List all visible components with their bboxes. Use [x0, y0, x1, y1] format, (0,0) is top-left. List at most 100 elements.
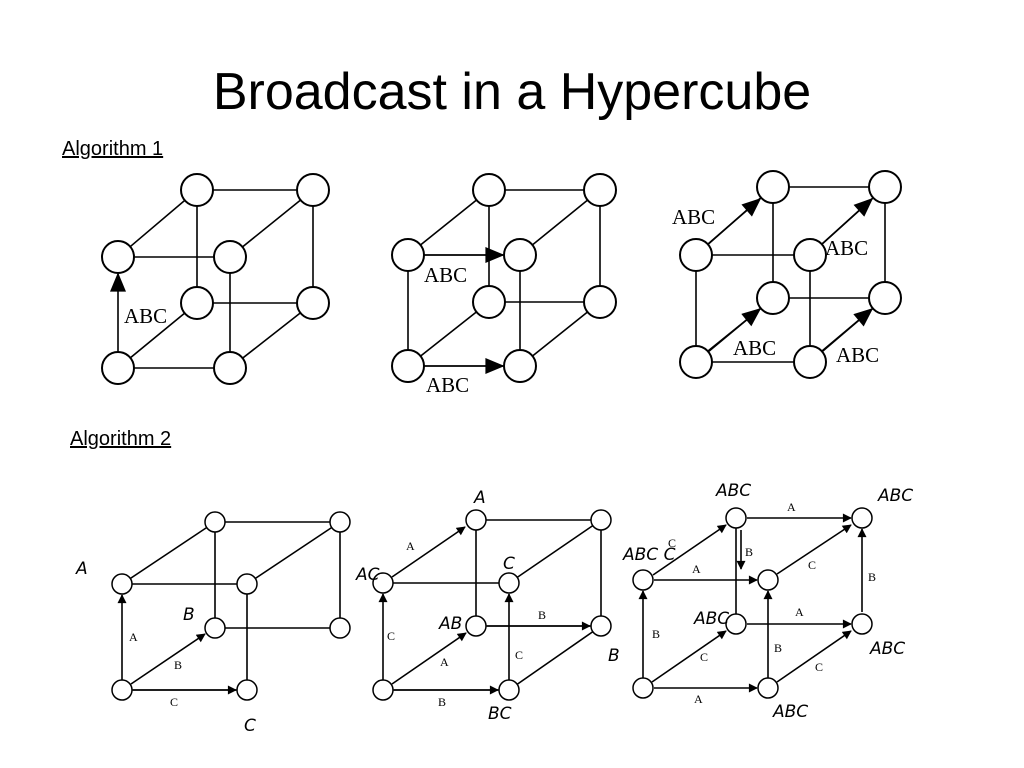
alg2-cube-1: A B C A B C: [75, 511, 351, 736]
alg1-cube-3: ABC ABC ABC ABC: [672, 170, 902, 379]
node: [372, 679, 394, 701]
cube-edges: [383, 519, 602, 691]
handwritten-label: C: [503, 554, 515, 574]
edge-label: B: [868, 570, 876, 584]
handwritten-label: ABC: [715, 481, 751, 501]
edge-label: ABC: [124, 304, 167, 328]
edge-label: C: [170, 695, 178, 709]
node: [101, 240, 135, 274]
edge-label: C: [515, 648, 523, 662]
edge-label: A: [795, 605, 804, 619]
alg2-cube-3: A C A B B C A B C A C B ABC ABC ABC C AB…: [622, 481, 913, 722]
node: [590, 509, 612, 531]
edge-label: B: [438, 695, 446, 709]
node: [372, 572, 394, 594]
edge-label: B: [745, 545, 753, 559]
alg2-cube-2: A C A B B C A AC C AB B BC: [355, 488, 620, 724]
edge-label: C: [668, 536, 676, 550]
node: [498, 572, 520, 594]
algorithm-2-label: Algorithm 2: [70, 428, 172, 450]
node: [757, 569, 779, 591]
page-title: Broadcast in a Hypercube: [212, 63, 812, 121]
alg1-cube-1: ABC: [101, 173, 330, 385]
node: [756, 170, 790, 204]
node: [391, 349, 425, 383]
handwritten-label: C: [244, 716, 256, 736]
edge-label: ABC: [825, 236, 868, 260]
node: [590, 615, 612, 637]
broadcast-arrow: [130, 633, 206, 685]
edge-label: C: [808, 558, 816, 572]
node: [236, 679, 258, 701]
handwritten-label: AB: [438, 614, 462, 634]
broadcast-arrow: [821, 197, 874, 245]
algorithm-1-label: Algorithm 1: [62, 138, 164, 160]
handwritten-label: B: [183, 605, 195, 625]
node: [465, 509, 487, 531]
broadcast-arrow: [391, 526, 466, 578]
node: [498, 679, 520, 701]
node: [757, 677, 779, 699]
edge-label: ABC: [424, 263, 467, 287]
edge-label: A: [692, 562, 701, 576]
broadcast-arrow: [776, 630, 852, 683]
node: [472, 173, 506, 207]
cube-edges: [117, 189, 314, 369]
broadcast-arrow: [707, 197, 762, 245]
edge-label: ABC: [836, 343, 879, 367]
edge-label: A: [694, 692, 703, 706]
node: [180, 173, 214, 207]
handwritten-label: ABC: [869, 639, 905, 659]
handwritten-label: AC: [355, 565, 380, 585]
node: [296, 286, 330, 320]
node: [851, 507, 873, 529]
handwritten-label: A: [75, 559, 88, 579]
broadcast-arrow: [391, 632, 467, 685]
node: [725, 507, 747, 529]
node: [583, 285, 617, 319]
handwritten-label: ABC C: [622, 545, 676, 565]
node: [503, 349, 537, 383]
node: [465, 615, 487, 637]
edge-label: ABC: [672, 205, 715, 229]
node: [793, 238, 827, 272]
node: [868, 170, 902, 204]
edge-label: C: [815, 660, 823, 674]
node: [756, 281, 790, 315]
node: [725, 613, 747, 635]
node: [329, 511, 351, 533]
node: [503, 238, 537, 272]
node: [793, 345, 827, 379]
node: [472, 285, 506, 319]
broadcast-arrow: [776, 524, 852, 575]
edge-label: A: [787, 500, 796, 514]
handwritten-label: A: [473, 488, 486, 508]
handwritten-label: ABC: [772, 702, 808, 722]
edge-label: ABC: [733, 336, 776, 360]
edge-label: B: [652, 627, 660, 641]
node: [111, 573, 133, 595]
edge-label: A: [406, 539, 415, 553]
edge-label: C: [700, 650, 708, 664]
node: [632, 569, 654, 591]
edge-label: B: [774, 641, 782, 655]
edge-label: A: [129, 630, 138, 644]
node: [180, 286, 214, 320]
edge-label: B: [174, 658, 182, 672]
node: [329, 617, 351, 639]
handwritten-label: ABC: [693, 609, 729, 629]
broadcast-arrow: [707, 307, 762, 352]
node: [204, 617, 226, 639]
edge-label: A: [440, 655, 449, 669]
node: [583, 173, 617, 207]
broadcast-arrow: [821, 307, 874, 352]
node: [851, 613, 873, 635]
handwritten-label: BC: [488, 704, 512, 724]
broadcast-arrow: [651, 630, 727, 683]
broadcast-arrow: [652, 524, 727, 576]
node: [679, 238, 713, 272]
node: [204, 511, 226, 533]
cube-edges: [121, 521, 341, 691]
node: [868, 281, 902, 315]
